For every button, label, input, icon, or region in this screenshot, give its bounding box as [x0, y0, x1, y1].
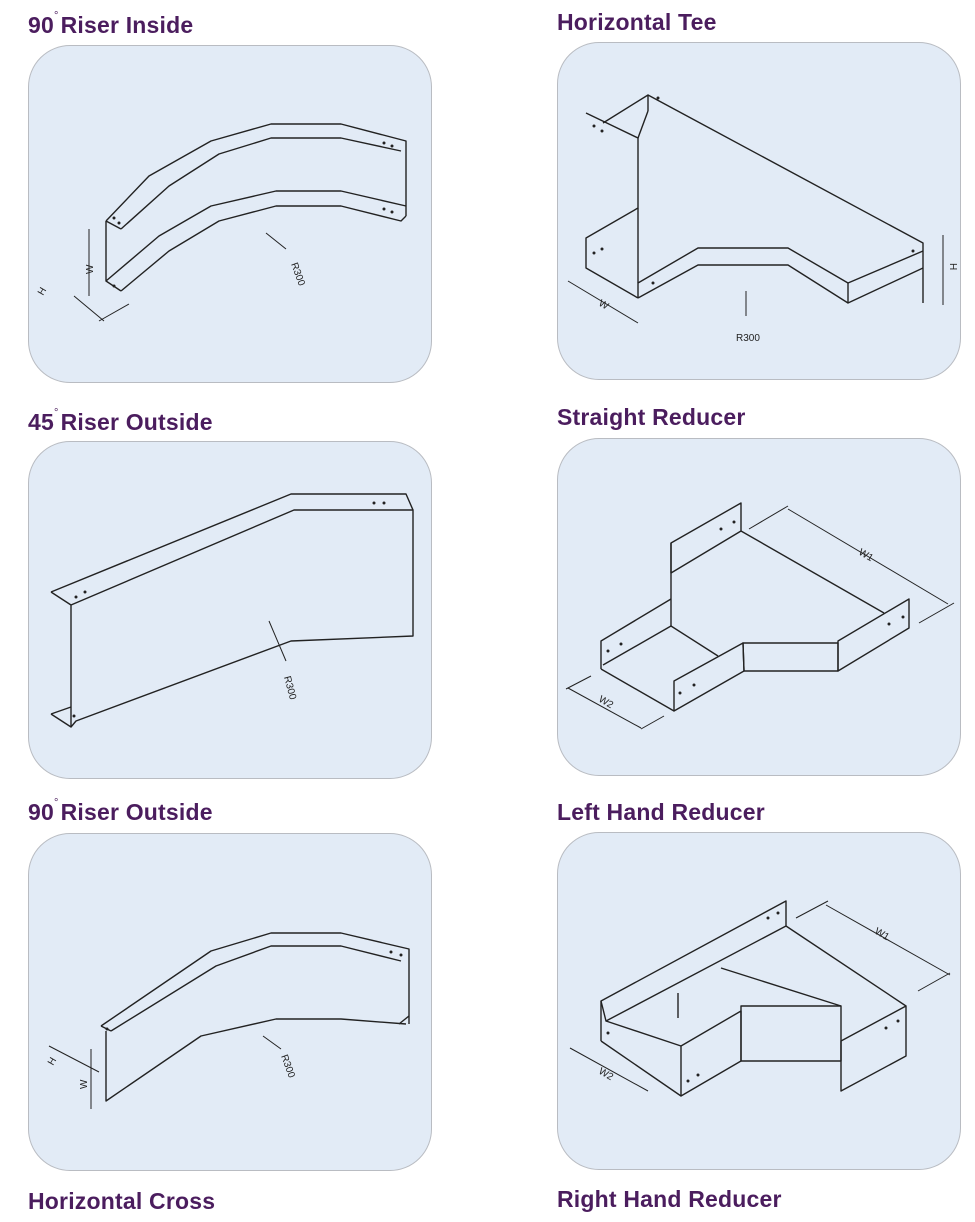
w1-label: W1 — [857, 547, 876, 564]
radius-label: R300 — [278, 1053, 297, 1080]
degree-symbol: ° — [53, 407, 59, 419]
title-text: Riser Inside — [60, 12, 194, 38]
riser-drawing: R300 — [50, 493, 414, 728]
title-90-riser-inside: 90°Riser Inside — [28, 10, 194, 39]
title-straight-reducer: Straight Reducer — [557, 404, 746, 430]
radius-label: R300 — [281, 675, 298, 701]
reducer-drawing: W1 W2 — [565, 502, 955, 730]
title-90-riser-outside: 90°Riser Outside — [28, 797, 213, 826]
title-45-riser-outside: 45°Riser Outside — [28, 407, 213, 436]
width-label: W — [85, 264, 96, 274]
reducer-drawing: W1 W2 — [569, 900, 951, 1097]
width-label: W — [597, 298, 611, 313]
title-left-hand-reducer: Left Hand Reducer — [557, 799, 765, 825]
degree-symbol: ° — [53, 10, 59, 22]
drawing-horizontal-tee: R300 W H — [557, 42, 961, 380]
riser-drawing: R300 H W — [46, 932, 410, 1109]
title-text: Riser Outside — [60, 799, 213, 825]
w2-label: W2 — [597, 694, 616, 711]
height-label: H — [46, 1056, 59, 1068]
drawing-45-riser-outside: R300 — [28, 441, 432, 779]
radius-label: R300 — [736, 333, 760, 344]
height-label: H — [947, 263, 958, 270]
drawing-straight-reducer: W1 W2 — [557, 438, 961, 776]
drawing-90-riser-outside: R300 H W — [28, 833, 432, 1171]
radius-label: R300 — [288, 261, 307, 288]
title-number: 90 — [28, 799, 54, 825]
title-horizontal-cross: Horizontal Cross — [28, 1188, 216, 1214]
height-label: H — [36, 286, 49, 298]
title-right-hand-reducer: Right Hand Reducer — [557, 1186, 782, 1212]
title-horizontal-tee: Horizontal Tee — [557, 9, 717, 35]
title-number: 90 — [28, 12, 54, 38]
drawing-left-hand-reducer: W1 W2 — [557, 832, 961, 1170]
title-number: 45 — [28, 409, 54, 435]
drawing-90-riser-inside: R300 W H — [28, 45, 432, 383]
tee-drawing: R300 W H — [567, 94, 958, 344]
width-label: W — [79, 1079, 90, 1089]
riser-drawing: R300 W H — [36, 123, 407, 322]
title-text: Riser Outside — [60, 409, 213, 435]
degree-symbol: ° — [53, 797, 59, 809]
w2-label: W2 — [597, 1066, 616, 1083]
